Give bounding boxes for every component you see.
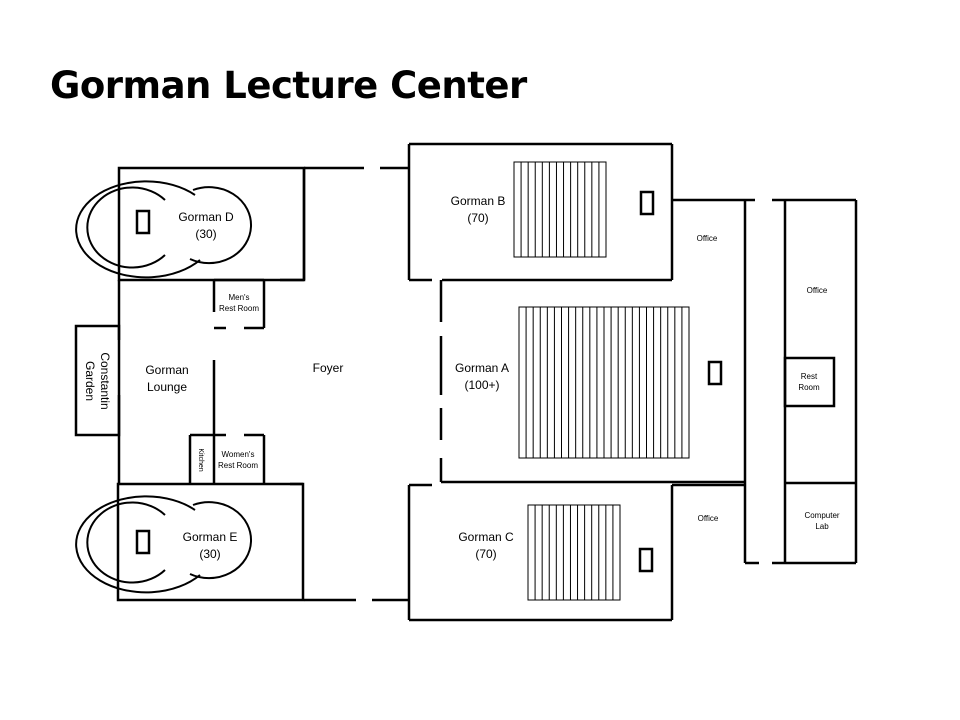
office-c-label: Office — [698, 514, 719, 523]
podium-icon — [638, 547, 654, 573]
computer-lab-label-1: Computer — [804, 511, 839, 520]
gorman-d-capacity: (30) — [195, 227, 216, 241]
computer-lab-label-2: Lab — [815, 522, 829, 531]
gorman-e-name: Gorman E — [183, 530, 238, 544]
office-b-label: Office — [697, 234, 718, 243]
gorman-c-name: Gorman C — [458, 530, 514, 544]
rest-room-right-label-2: Room — [798, 383, 820, 392]
room-rest-room-right[interactable] — [783, 356, 836, 408]
gorman-d-name: Gorman D — [178, 210, 234, 224]
kitchen-label: Kitchen — [197, 448, 204, 471]
podium-icon — [135, 529, 151, 555]
seat-block — [527, 504, 621, 601]
seating-grid-gorman-c — [527, 504, 621, 601]
podium-icon — [135, 209, 151, 235]
room-office-c[interactable] — [672, 198, 759, 565]
garden-label-1: Constantin — [98, 352, 112, 409]
garden-label-2: Garden — [83, 361, 97, 401]
room-womens-restroom[interactable] — [188, 433, 266, 484]
room-mens-restroom[interactable] — [214, 278, 304, 330]
gorman-b-name: Gorman B — [451, 194, 506, 208]
gorman-a-name: Gorman A — [455, 361, 509, 375]
room-office-b[interactable] — [672, 198, 747, 280]
room-gorman-a[interactable] — [439, 280, 747, 563]
room-gorman-c[interactable] — [407, 483, 674, 622]
page-title: Gorman Lecture Center — [50, 64, 527, 107]
podium-icon — [639, 190, 655, 216]
room-constantin-garden[interactable] — [74, 324, 121, 437]
foyer-label: Foyer — [313, 361, 344, 375]
womens-restroom-label-1: Women's — [222, 450, 255, 459]
gorman-e-capacity: (30) — [199, 547, 220, 561]
lounge-label-2: Lounge — [147, 380, 187, 394]
office-right-label: Office — [807, 286, 828, 295]
lounge-label-1: Gorman — [145, 363, 188, 377]
rest-room-right-label-1: Rest — [801, 372, 818, 381]
gorman-b-capacity: (70) — [467, 211, 488, 225]
room-gorman-e[interactable] — [75, 482, 305, 602]
gorman-c-capacity: (70) — [475, 547, 496, 561]
womens-restroom-label-2: Rest Room — [218, 461, 258, 470]
room-gorman-d[interactable] — [75, 166, 306, 282]
mens-restroom-label-2: Rest Room — [219, 304, 259, 313]
seating-grid-gorman-a — [518, 306, 690, 459]
seat-block — [513, 161, 607, 258]
podium-icon — [707, 360, 723, 386]
gorman-a-capacity: (100+) — [464, 378, 499, 392]
seating-grid-gorman-b — [513, 161, 607, 258]
room-gorman-b[interactable] — [407, 142, 674, 282]
mens-restroom-label-1: Men's — [228, 293, 249, 302]
